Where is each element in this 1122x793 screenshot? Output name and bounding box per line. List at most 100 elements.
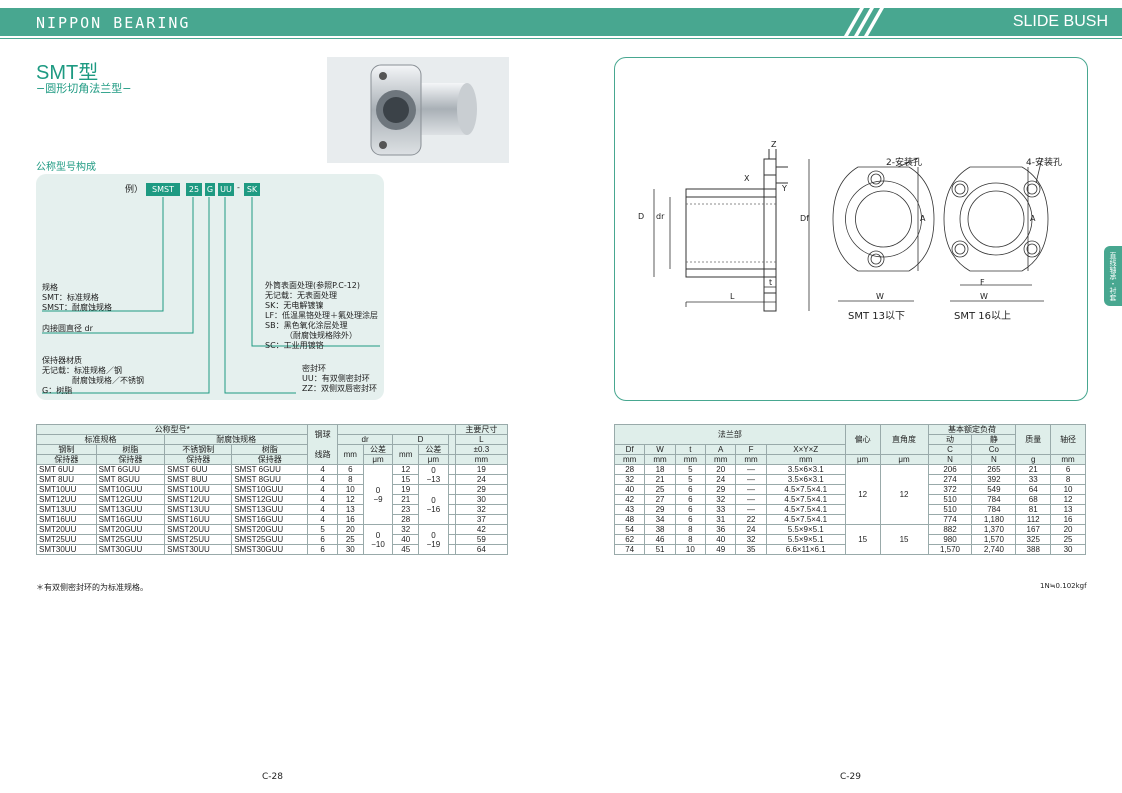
- cell: SMT30UU: [36, 544, 97, 555]
- cell: 12: [392, 464, 420, 475]
- cell: 29: [644, 504, 676, 515]
- cell: SMST30GUU: [231, 544, 309, 555]
- cell: SMST25GUU: [231, 534, 309, 545]
- cell: 4.5×7.5×4.1: [765, 494, 846, 505]
- cell: 38: [644, 524, 676, 535]
- cell: 40: [613, 484, 646, 495]
- cell: 49: [705, 544, 737, 555]
- cell: 59: [454, 534, 509, 545]
- dimension-drawing: [653, 149, 1049, 312]
- unit: N: [927, 454, 973, 465]
- cell: 13: [336, 504, 364, 515]
- th-ecc: 偏心: [844, 424, 881, 455]
- D-tol-b: 0−19: [418, 524, 449, 555]
- cell: 21: [1015, 464, 1052, 475]
- cell: 68: [1015, 494, 1052, 505]
- cell: 6: [674, 484, 707, 495]
- unit: mm: [1050, 454, 1086, 465]
- cell: 392: [971, 474, 1017, 485]
- cell: 3.5×6×3.1: [765, 474, 846, 485]
- cell: 6: [674, 504, 707, 515]
- cell: 32: [613, 474, 646, 485]
- model-code-box: [36, 174, 384, 400]
- cell: 33: [1015, 474, 1052, 485]
- cell: 24: [454, 474, 509, 485]
- spec-block: 规格 SMT：标准规格 SMST：耐腐蚀规格: [42, 283, 112, 313]
- perp-a: 12: [879, 464, 929, 525]
- cell: SMT25UU: [36, 534, 97, 545]
- code-part-seal: UU: [218, 183, 234, 196]
- cell: 774: [927, 514, 973, 525]
- cell: 6: [1050, 464, 1086, 475]
- cell: 20: [336, 524, 364, 535]
- cell: SMT30GUU: [95, 544, 166, 555]
- cell: 3.5×6×3.1: [765, 464, 846, 475]
- page-number-left: C-28: [262, 772, 283, 782]
- cell: 4.5×7.5×4.1: [765, 484, 846, 495]
- cell: 1,570: [971, 534, 1017, 545]
- product-photo: [327, 57, 509, 163]
- cell: 24: [735, 524, 767, 535]
- cell: —: [735, 484, 767, 495]
- cell: SMT 6UU: [36, 464, 97, 475]
- cell: 1,570: [927, 544, 973, 555]
- th-resin: 树脂: [95, 444, 166, 455]
- surface-line: SC：工业用镀铬: [265, 341, 324, 350]
- dr-tol-a: 0−9: [362, 464, 394, 525]
- label-4hole: 4-安装孔: [1026, 158, 1062, 168]
- cell: 42: [454, 524, 509, 535]
- code-part-series: SMST: [146, 183, 180, 196]
- th-Co: Co: [971, 444, 1017, 455]
- cell: 30: [336, 544, 364, 555]
- page-header: NIPPON BEARING SLIDE BUSH: [0, 8, 1122, 36]
- cell: 980: [927, 534, 973, 545]
- th-shaft: 轴径: [1050, 424, 1086, 455]
- seal-label: 密封环: [302, 364, 326, 373]
- example-label: 例）: [125, 185, 144, 195]
- code-part-size: 25: [186, 183, 202, 196]
- cell: 25: [336, 534, 364, 545]
- cell: 549: [971, 484, 1017, 495]
- cell: SMT12UU: [36, 494, 97, 505]
- cell: 22: [735, 514, 767, 525]
- cell: SMST12UU: [164, 494, 233, 505]
- cell: 8: [1050, 474, 1086, 485]
- cell: SMST 8UU: [164, 474, 233, 485]
- dr-label: 内接圆直径 dr: [42, 324, 93, 333]
- cell: SMST20UU: [164, 524, 233, 535]
- th-dr: dr: [336, 434, 394, 445]
- code-part-surface: SK: [244, 183, 260, 196]
- cell: 206: [927, 464, 973, 475]
- th-main: 主要尺寸: [454, 424, 509, 435]
- retainer-block: 保持器材质 无记载：标准规格／钢 耐腐蚀规格／不锈钢 G：树脂: [42, 356, 144, 396]
- standard-note: ＊有双侧密封环的为标准规格。: [36, 583, 148, 592]
- cell: 48: [613, 514, 646, 525]
- code-part-retainer: G: [205, 183, 215, 196]
- th-sta: 静: [971, 434, 1017, 445]
- cell: 4: [307, 494, 338, 505]
- cell: 34: [644, 514, 676, 525]
- cell: 29: [454, 484, 509, 495]
- cell: 64: [1015, 484, 1052, 495]
- cell: SMT12GUU: [95, 494, 166, 505]
- page-number-right: C-29: [840, 772, 861, 782]
- leader-lines: [42, 197, 380, 394]
- cell: 6: [336, 464, 364, 475]
- cell: 112: [1015, 514, 1052, 525]
- dim-t: t: [769, 278, 773, 287]
- th-L: L: [454, 434, 509, 445]
- th-load: 基本额定负荷: [927, 424, 1017, 435]
- th-tol: 公差: [418, 444, 449, 455]
- cell: —: [735, 504, 767, 515]
- th-balls: 钢球: [307, 424, 338, 445]
- cell: 32: [735, 534, 767, 545]
- cell: 33: [705, 504, 737, 515]
- seal-line: UU：有双侧密封环: [302, 374, 370, 383]
- spec-label: 规格: [42, 283, 58, 292]
- unit: mm: [705, 454, 737, 465]
- cell: SMT16UU: [36, 514, 97, 525]
